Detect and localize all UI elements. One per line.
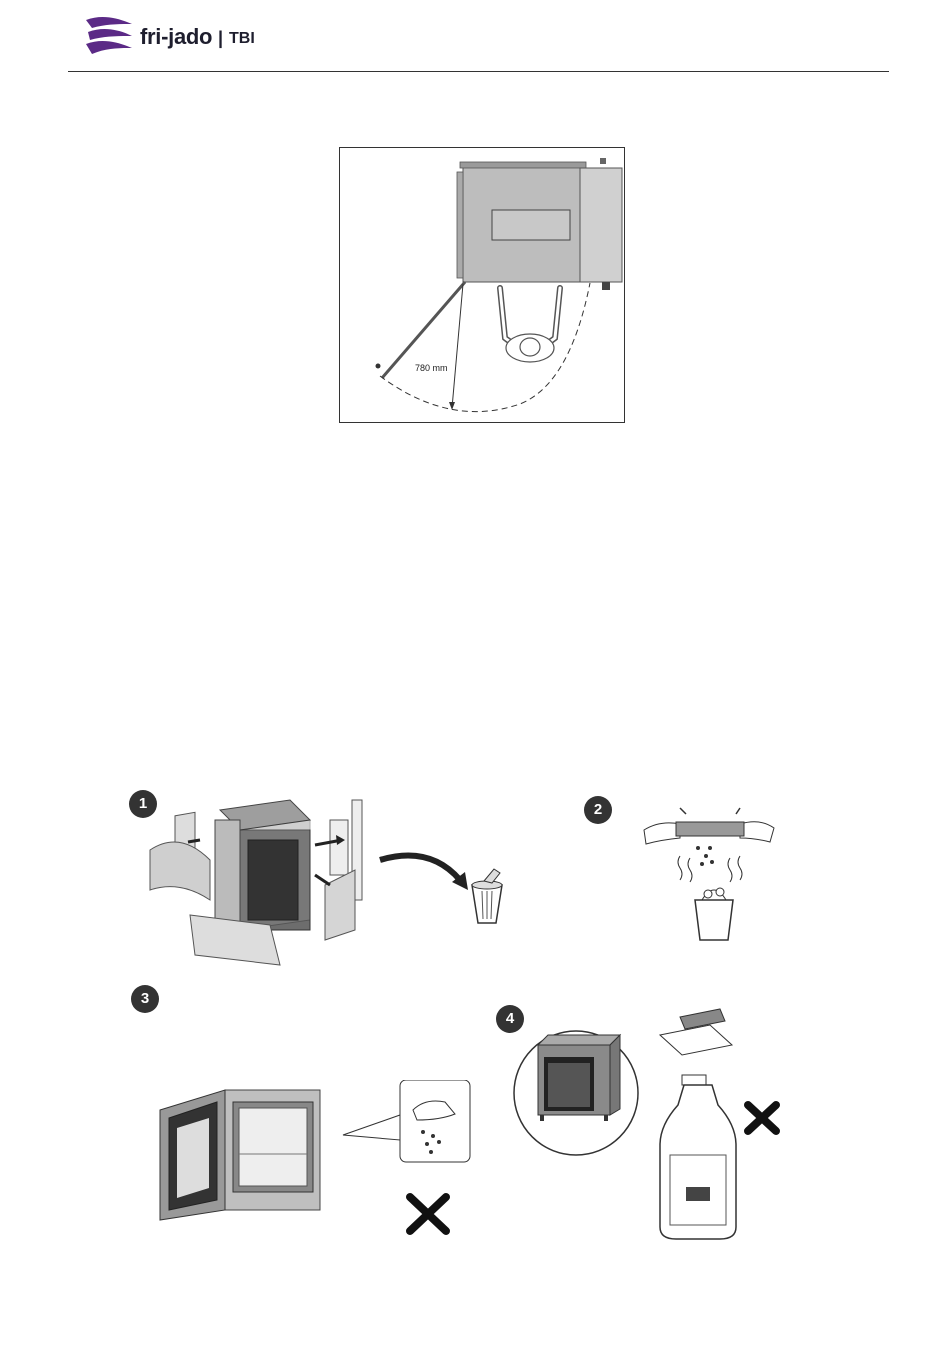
prohibited-x-icon (404, 1193, 452, 1235)
header-divider (68, 71, 889, 72)
brand-separator: | (218, 28, 223, 49)
remove-protective-film-icon (640, 800, 780, 950)
door-clearance-figure: 780 mm (339, 147, 625, 423)
remove-packaging-icon (140, 790, 530, 975)
fri-jado-logo-icon (84, 14, 134, 56)
installation-steps: 1 2 (0, 780, 950, 1260)
door-clearance-drawing (340, 148, 626, 424)
door-clearance-dimension: 780 mm (415, 363, 448, 373)
page-header: fri-jado | TBI (0, 0, 950, 75)
brand-name: fri-jado (140, 24, 212, 50)
step-2-badge: 2 (584, 796, 612, 824)
brand-sub-name: TBI (229, 30, 255, 48)
step-3-badge: 3 (131, 985, 159, 1013)
no-chemical-cleaner-icon (510, 1005, 800, 1245)
